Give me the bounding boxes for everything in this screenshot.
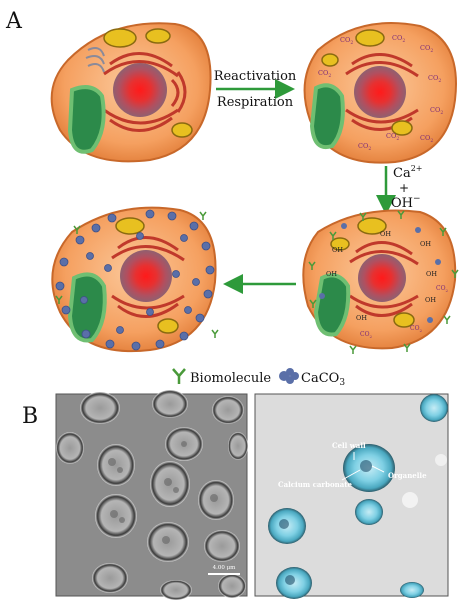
svg-text:CO2: CO2	[436, 285, 449, 293]
svg-text:CO2: CO2	[360, 331, 373, 339]
svg-text:CO2: CO2	[420, 134, 433, 144]
legend-biomolecule: Biomolecule	[190, 371, 271, 386]
endoplasmic-reticulum	[111, 236, 185, 318]
mitochondria	[103, 28, 193, 138]
label-organelle: Organelle	[388, 471, 427, 480]
svg-text:OH: OH	[420, 240, 431, 248]
svg-text:CO2: CO2	[430, 106, 443, 116]
arrow-label-respiration: Respiration	[217, 95, 294, 110]
endoplasmic-reticulum	[103, 52, 187, 132]
caco3-particles	[319, 223, 441, 323]
svg-text:CO2: CO2	[386, 132, 399, 142]
svg-text:CO2: CO2	[410, 325, 423, 333]
fluorescent-cells	[268, 394, 448, 599]
chloroplast	[67, 272, 107, 343]
legend-caco3: CaCO3	[301, 371, 345, 388]
micrograph-fluorescence: Cell wall Calcium carbonate Organelle	[254, 393, 449, 599]
annotation-lines	[341, 452, 385, 481]
svg-text:CO2: CO2	[392, 34, 405, 44]
nucleus	[113, 63, 167, 117]
caco3-particles	[55, 209, 215, 351]
svg-text:OH: OH	[326, 270, 337, 278]
mitochondria	[321, 29, 413, 136]
biomolecule-icon	[172, 368, 186, 384]
co2-labels: CO2 CO2 CO2	[360, 285, 449, 339]
caco3-icon	[279, 368, 299, 384]
biomolecule-markers	[308, 210, 459, 354]
legend: Biomolecule CaCO3	[172, 368, 345, 388]
golgi	[85, 47, 105, 73]
svg-text:CO2: CO2	[318, 69, 331, 79]
cell-2: CO2 CO2 CO2 CO2 CO2 CO2 CO2 CO2 CO2	[303, 22, 457, 164]
nucleus	[120, 250, 172, 302]
svg-text:OH: OH	[425, 296, 436, 304]
micrograph-brightfield: 4.00 μm	[55, 390, 248, 600]
nucleus	[354, 66, 406, 118]
arrow-label-plus: +	[399, 181, 409, 195]
scale-bar-label: 4.00 μm	[213, 565, 237, 571]
mitochondria	[115, 217, 179, 334]
label-cell-wall: Cell wall	[332, 441, 366, 450]
mitochondria	[330, 217, 415, 328]
oh-labels: OH OH OH OH OH OH OH	[326, 230, 437, 322]
label-calcium-carbonate: Calcium carbonate	[278, 480, 353, 489]
svg-text:CO2: CO2	[358, 142, 371, 152]
endoplasmic-reticulum	[349, 241, 419, 317]
nucleus	[358, 254, 406, 302]
arrow-label-ca: Ca2+	[393, 164, 423, 181]
arrow-label-reactivation: Reactivation	[214, 69, 297, 84]
svg-text:CO2: CO2	[428, 74, 441, 84]
co2-labels: CO2 CO2 CO2 CO2 CO2 CO2 CO2 CO2 CO2	[318, 34, 443, 152]
chloroplast	[313, 273, 351, 337]
svg-text:OH: OH	[356, 314, 367, 322]
svg-text:CO2: CO2	[420, 44, 433, 54]
arrow-label-oh: OH−	[391, 194, 421, 211]
svg-text:CO2: CO2	[340, 36, 353, 46]
biomolecule-markers	[55, 211, 219, 338]
panel-label-a: A	[5, 9, 23, 34]
svg-text:OH: OH	[332, 246, 343, 254]
cell-1	[50, 22, 212, 163]
svg-text:OH: OH	[426, 270, 437, 278]
brightfield-texture	[108, 441, 218, 544]
chloroplast	[309, 83, 345, 149]
cell-4	[51, 206, 219, 353]
panel-label-b: B	[22, 404, 38, 429]
svg-text:OH: OH	[380, 230, 391, 238]
chloroplast	[67, 85, 106, 154]
cell-3: OH OH OH OH OH OH OH CO2 CO2 CO2	[302, 209, 459, 354]
